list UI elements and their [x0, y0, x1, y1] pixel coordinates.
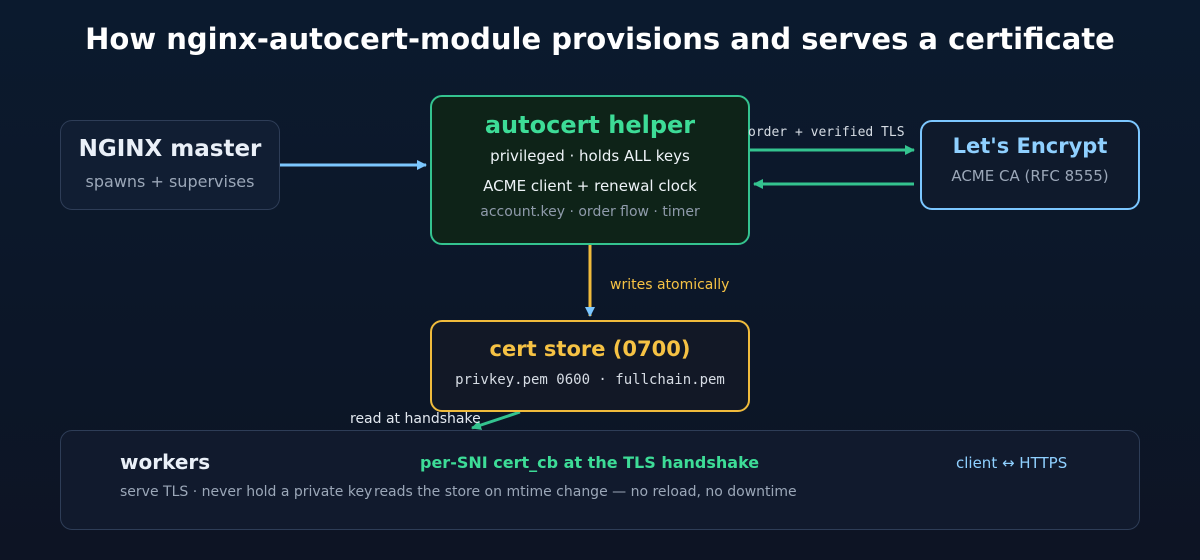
node-nginx-master-sub: spawns + supervises — [85, 172, 255, 191]
node-nginx-master: NGINX master spawns + supervises — [60, 120, 280, 210]
node-cert-store-name: cert store (0700) — [489, 337, 691, 361]
node-workers-name: workers — [120, 450, 211, 474]
edge-label-read: read at handshake — [350, 411, 481, 427]
node-workers — [60, 430, 1140, 530]
node-autocert-helper-name: autocert helper — [484, 111, 696, 139]
node-autocert-helper: autocert helper privileged · holds ALL k… — [430, 95, 750, 245]
node-autocert-helper-line2: ACME client + renewal clock — [483, 177, 697, 195]
node-autocert-helper-line3: account.key · order flow · timer — [480, 204, 700, 220]
node-letsencrypt-name: Let's Encrypt — [952, 134, 1108, 158]
node-cert-store-files: privkey.pem 0600 · fullchain.pem — [455, 372, 725, 388]
node-autocert-helper-line1: privileged · holds ALL keys — [490, 147, 690, 165]
edge-label-writes: writes atomically — [610, 277, 730, 293]
node-letsencrypt: Let's Encrypt ACME CA (RFC 8555) — [920, 120, 1140, 210]
node-letsencrypt-sub: ACME CA (RFC 8555) — [951, 167, 1109, 185]
node-cert-store: cert store (0700) privkey.pem 0600 · ful… — [430, 320, 750, 412]
diagram-title: How nginx-autocert-module provisions and… — [85, 22, 1115, 56]
node-workers-reload: reads the store on mtime change — no rel… — [374, 484, 797, 500]
arrow-store-to-workers — [471, 410, 521, 430]
node-nginx-master-name: NGINX master — [78, 136, 262, 162]
edge-label-order: order + verified TLS — [748, 125, 905, 140]
node-workers-client: client ↔ HTTPS — [956, 454, 1068, 472]
node-workers-callback: per-SNI cert_cb at the TLS handshake — [420, 453, 760, 472]
node-workers-sub: serve TLS · never hold a private key — [120, 484, 373, 500]
